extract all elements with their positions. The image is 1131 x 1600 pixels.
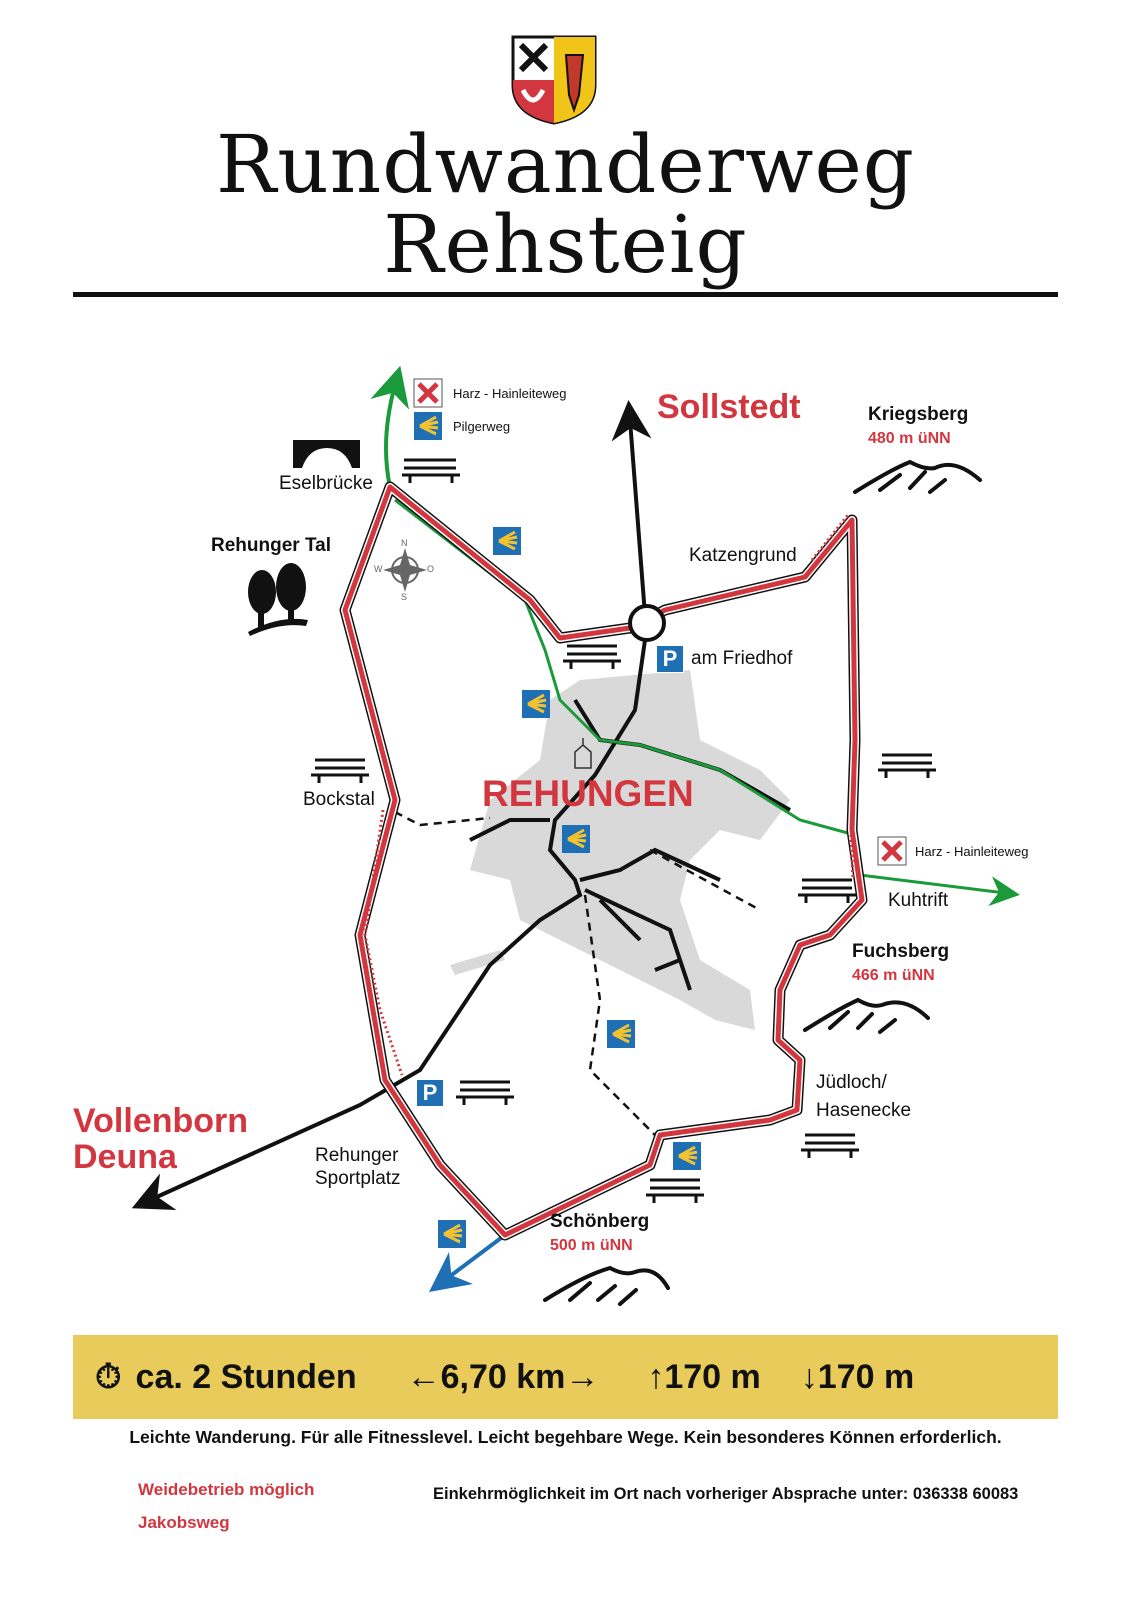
stats-band: ⏱ ca. 2 Stunden ← 6,70 km → ↑ 170 m ↓ 17… xyxy=(73,1335,1058,1419)
mountain-icons xyxy=(543,459,982,1306)
harz-hainleiteweg-label: Harz - Hainleiteweg xyxy=(915,844,1029,859)
arrow-up-icon: ↑ xyxy=(647,1357,665,1396)
peak-fuchsberg-height: 466 m üNN xyxy=(852,967,935,984)
stopwatch-icon: ⏱ xyxy=(95,1357,122,1396)
arrow-left-icon: ← xyxy=(406,1357,441,1396)
place-bockstal: Bockstal xyxy=(303,789,375,810)
title-line-2: Rehsteig xyxy=(383,198,748,291)
distance: 6,70 km xyxy=(440,1357,566,1396)
bench-icons xyxy=(311,458,936,1203)
peak-schoenberg: Schönberg xyxy=(550,1211,650,1232)
place-sportplatz-1: Rehunger xyxy=(315,1145,399,1166)
town-name: REHUNGEN xyxy=(482,773,694,814)
legend-pasture: Weidebetrieb möglich xyxy=(138,1480,315,1499)
place-sportplatz-2: Sportplatz xyxy=(315,1168,401,1189)
arrow-down-icon: ↓ xyxy=(800,1357,818,1396)
coat-of-arms xyxy=(511,35,597,125)
place-eselbruecke: Eselbrücke xyxy=(279,473,373,494)
place-rehunger-tal: Rehunger Tal xyxy=(211,535,331,556)
peak-kriegsberg: Kriegsberg xyxy=(868,404,969,425)
parking-icon: P xyxy=(417,1080,443,1106)
place-hasenecke: Hasenecke xyxy=(816,1100,912,1121)
destination-sollstedt: Sollstedt xyxy=(657,388,801,426)
trail-map xyxy=(131,365,1020,1306)
ascent: 170 m xyxy=(664,1357,761,1396)
compass-o: O xyxy=(427,564,435,574)
jakobsweg-shell-icons xyxy=(414,412,701,1248)
town-area xyxy=(470,670,790,1030)
title-divider xyxy=(73,292,1058,297)
peak-fuchsberg: Fuchsberg xyxy=(852,941,950,962)
peak-kriegsberg-height: 480 m üNN xyxy=(868,430,951,447)
title-line-1: Rundwanderweg xyxy=(215,118,915,211)
duration: ca. 2 Stunden xyxy=(135,1357,357,1396)
paths-dashed xyxy=(394,810,761,1141)
church-icon xyxy=(574,738,592,769)
descent: 170 m xyxy=(817,1357,915,1396)
destination-deuna: Deuna xyxy=(73,1138,177,1176)
pilgerweg-label: Pilgerweg xyxy=(453,419,511,434)
compass-w: W xyxy=(374,564,383,574)
compass-icon xyxy=(383,548,427,592)
page-title: Rundwanderweg Rehsteig xyxy=(0,125,1131,285)
contact-info: Einkehrmöglichkeit im Ort nach vorherige… xyxy=(433,1485,1019,1503)
place-kuhtrift: Kuhtrift xyxy=(888,890,949,911)
parking-icon: P xyxy=(656,645,684,673)
trees-icon xyxy=(248,563,308,636)
harz-hainleiteweg-icons xyxy=(413,378,907,866)
place-juedloch: Jüdloch/ xyxy=(816,1072,887,1093)
peak-schoenberg-height: 500 m üNN xyxy=(550,1237,633,1254)
arrow-right-icon: → xyxy=(565,1357,600,1396)
destination-vollenborn: Vollenborn xyxy=(73,1102,249,1140)
bridge-icon xyxy=(293,440,360,468)
roundabout xyxy=(628,604,666,642)
harz-hainleiteweg-label: Harz - Hainleiteweg xyxy=(453,386,567,401)
description: Leichte Wanderung. Für alle Fitnesslevel… xyxy=(129,1427,1002,1447)
legend-jakobsweg: Jakobsweg xyxy=(138,1513,230,1532)
place-katzengrund: Katzengrund xyxy=(689,545,797,566)
compass-n: N xyxy=(401,538,408,548)
compass-s: S xyxy=(401,592,408,602)
place-am-friedhof: am Friedhof xyxy=(691,648,793,669)
